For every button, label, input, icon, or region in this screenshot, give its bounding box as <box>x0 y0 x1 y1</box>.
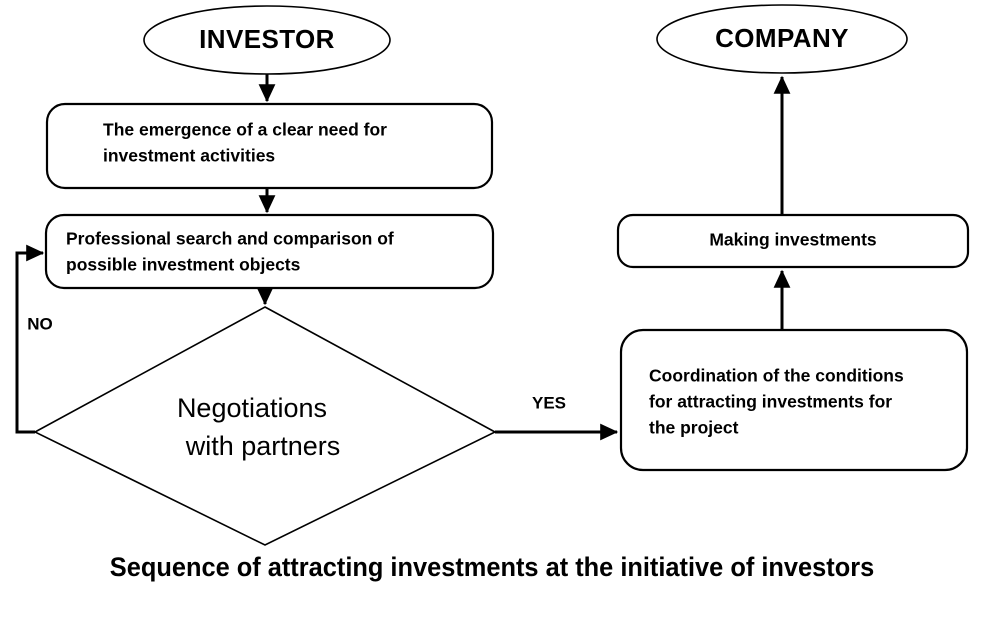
process-need-box[interactable] <box>45 102 494 190</box>
process-search-line2: possible investment objects <box>66 255 301 275</box>
process-coordination-box[interactable] <box>619 328 969 472</box>
terminator-investor[interactable] <box>143 5 391 75</box>
edge-label-no: NO <box>27 314 53 333</box>
decision-negotiations-diamond[interactable] <box>33 306 497 546</box>
process-need-line2: investment activities <box>103 146 275 166</box>
process-making-investments-box[interactable] <box>616 213 970 269</box>
process-coordination-line1: Coordination of the conditions <box>649 366 904 386</box>
process-making-investments-label: Making investments <box>709 230 877 250</box>
terminator-company-label: COMPANY <box>715 23 849 53</box>
decision-negotiations-line2: with partners <box>185 431 341 461</box>
process-search-line1: Professional search and comparison of <box>66 229 394 249</box>
connector-decision-no-loop <box>15 244 45 434</box>
process-coordination-line3: the project <box>649 418 739 438</box>
terminator-company[interactable] <box>656 4 908 74</box>
process-search-box[interactable] <box>44 213 495 290</box>
process-need-line1: The emergence of a clear need for <box>103 120 387 140</box>
process-coordination-line2: for attracting investments for <box>649 392 892 412</box>
decision-negotiations-line1: Negotiations <box>177 393 327 423</box>
terminator-investor-label: INVESTOR <box>199 24 335 54</box>
edge-label-yes: YES <box>532 393 566 412</box>
diagram-caption: Sequence of attracting investments at th… <box>109 552 875 582</box>
